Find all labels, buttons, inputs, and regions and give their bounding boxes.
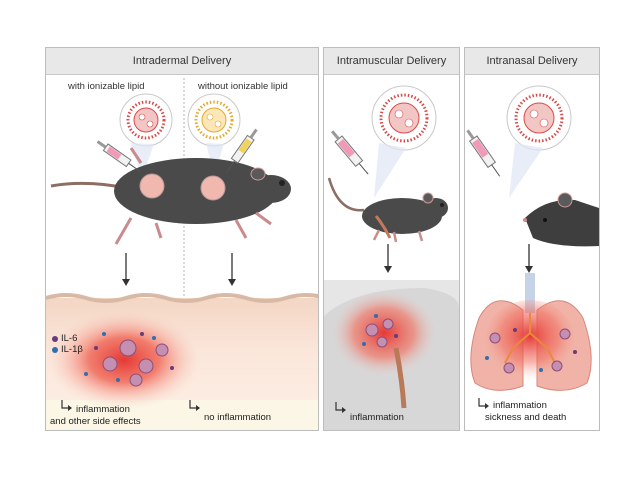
- panel-title: Intranasal Delivery: [465, 48, 599, 75]
- elbow-arrow-icon: [61, 400, 72, 411]
- down-arrow-icon: [228, 253, 236, 286]
- panel-intranasal: Intranasal Delivery: [464, 47, 600, 431]
- mouse-icon: [114, 147, 291, 245]
- legend-il6: IL-6: [61, 333, 78, 344]
- down-arrow-icon: [384, 244, 392, 273]
- legend-il1b: IL-1β: [61, 344, 83, 355]
- subtitle-without-lipid: without ionizable lipid: [198, 81, 288, 92]
- outcome-side-effects: and other side effects: [50, 416, 141, 427]
- intranasal-illustration: [466, 85, 599, 409]
- mouse-icon: [523, 192, 599, 247]
- down-arrow-icon: [122, 253, 130, 286]
- panel-intramuscular: Intramuscular Delivery: [323, 47, 460, 431]
- inflammation-area: [329, 288, 439, 378]
- lipid-nanoparticle-icon: [506, 85, 572, 151]
- syringe-icon: [466, 129, 501, 177]
- il1b-legend-dot: [52, 347, 58, 353]
- lipid-nanoparticle-icon: [119, 93, 173, 147]
- mouse-tail: [327, 177, 365, 212]
- elbow-arrow-icon: [478, 398, 489, 409]
- outcome-sickness-death: sickness and death: [485, 412, 567, 423]
- panel-intradermal: Intradermal Delivery with ionizable lipi…: [45, 47, 319, 431]
- syringe-icon: [226, 128, 258, 173]
- outcome-no-inflammation: no inflammation: [204, 412, 272, 423]
- syringe-icon: [96, 140, 141, 172]
- panel-title: Intramuscular Delivery: [324, 48, 459, 75]
- intradermal-illustration: [46, 78, 318, 430]
- lipid-nanoparticle-icon: [371, 85, 437, 151]
- elbow-arrow-icon: [335, 402, 346, 413]
- syringe-icon: [330, 130, 369, 175]
- immune-cells: [362, 314, 398, 348]
- inflammation-area: [46, 310, 202, 410]
- outcome-inflammation: inflammation: [76, 404, 130, 415]
- il6-legend-dot: [52, 336, 58, 342]
- elbow-arrow-icon: [189, 400, 200, 411]
- immune-cells: [84, 332, 174, 387]
- mouse-icon: [362, 192, 448, 243]
- down-arrow-icon: [525, 244, 533, 273]
- lipid-nanoparticle-icon: [187, 93, 241, 147]
- outcome-inflammation: inflammation: [493, 400, 547, 411]
- lungs-icon: [470, 273, 592, 391]
- outcome-inflammation: inflammation: [350, 412, 404, 423]
- subtitle-with-lipid: with ionizable lipid: [68, 81, 145, 92]
- panel-title: Intradermal Delivery: [46, 48, 318, 75]
- intramuscular-illustration: [324, 85, 459, 430]
